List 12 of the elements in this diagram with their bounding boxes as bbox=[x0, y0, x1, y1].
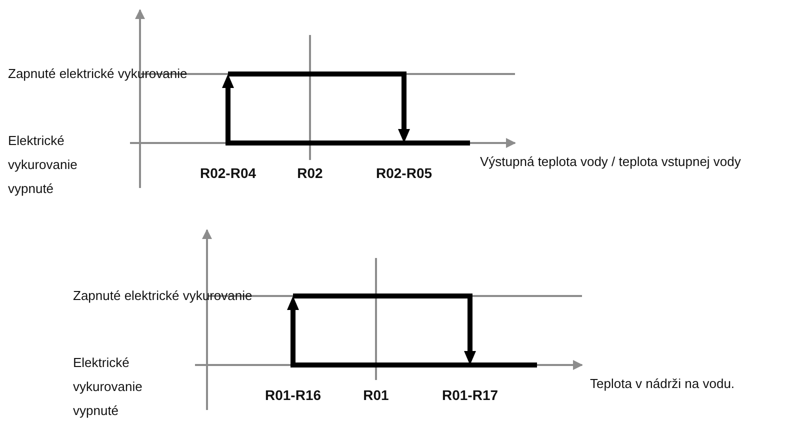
state-label: Zapnuté elektrické vykurovanie bbox=[8, 65, 188, 83]
axis-label: Výstupná teplota vody / teplota vstupnej vody bbox=[480, 153, 741, 171]
threshold-label: R01 bbox=[363, 386, 389, 405]
threshold-label: R02 bbox=[297, 164, 323, 183]
state-label: Elektrické vykurovanie vypnuté bbox=[8, 132, 78, 198]
state-label: Elektrické vykurovanie vypnuté bbox=[73, 354, 144, 420]
threshold-label: R02-R04 bbox=[200, 164, 256, 183]
axis-label: Teplota v nádrži na vodu. bbox=[590, 375, 735, 393]
threshold-label: R01-R16 bbox=[264, 386, 322, 405]
threshold-label: R01-R17 bbox=[442, 386, 498, 405]
state-label: Zapnuté elektrické vykurovanie bbox=[73, 287, 252, 305]
threshold-label: R02-R05 bbox=[376, 164, 432, 183]
